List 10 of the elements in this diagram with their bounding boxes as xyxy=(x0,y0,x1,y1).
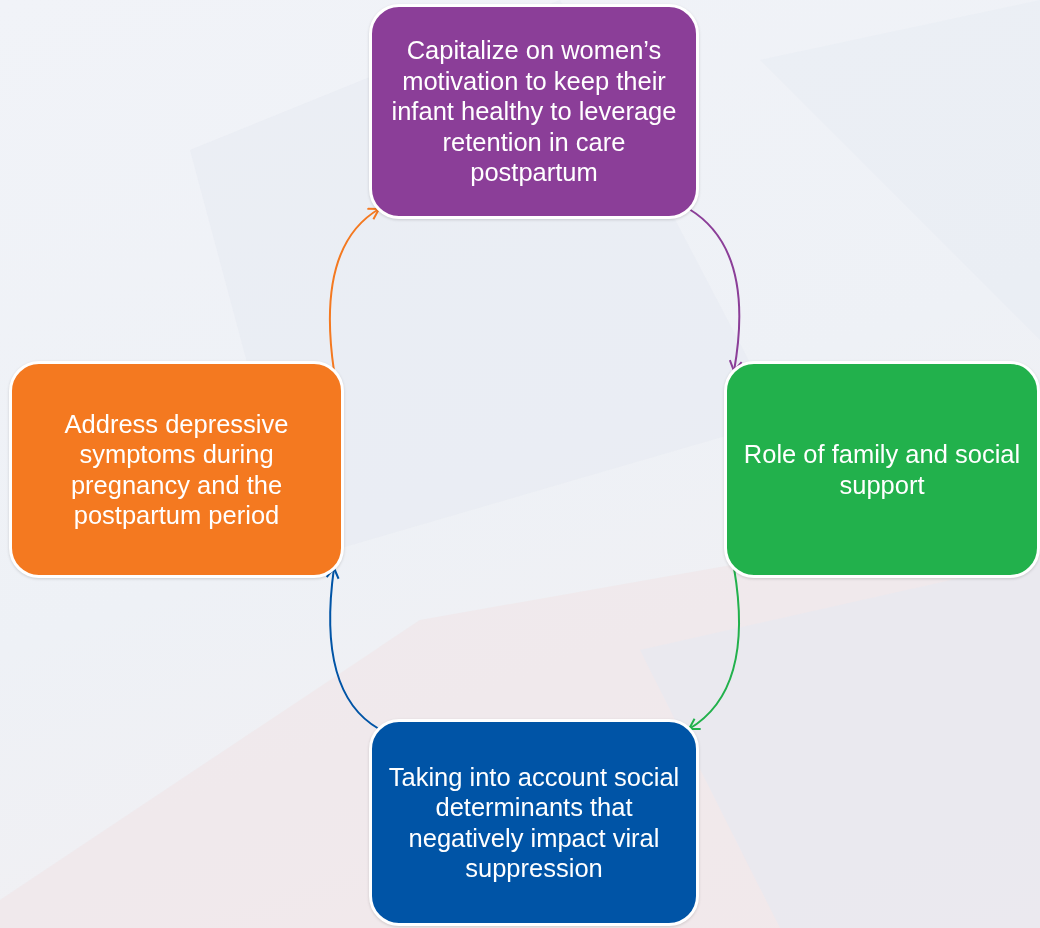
process-box xyxy=(9,361,344,578)
arrow xyxy=(688,208,743,372)
process-box xyxy=(369,719,699,926)
box-text: Capitalize on women’s motivation to keep their infant healthy to leverage retention in care postpartum xyxy=(390,35,678,188)
process-box xyxy=(724,361,1040,578)
box-text: Taking into account social determinants that negatively impact viral suppression xyxy=(388,761,680,884)
box-text: Role of family and social support xyxy=(743,439,1021,500)
box-text: Address depressive symptoms during pregnancy and the postpartum period xyxy=(63,408,290,531)
process-box xyxy=(369,4,699,219)
arrow xyxy=(325,567,380,730)
